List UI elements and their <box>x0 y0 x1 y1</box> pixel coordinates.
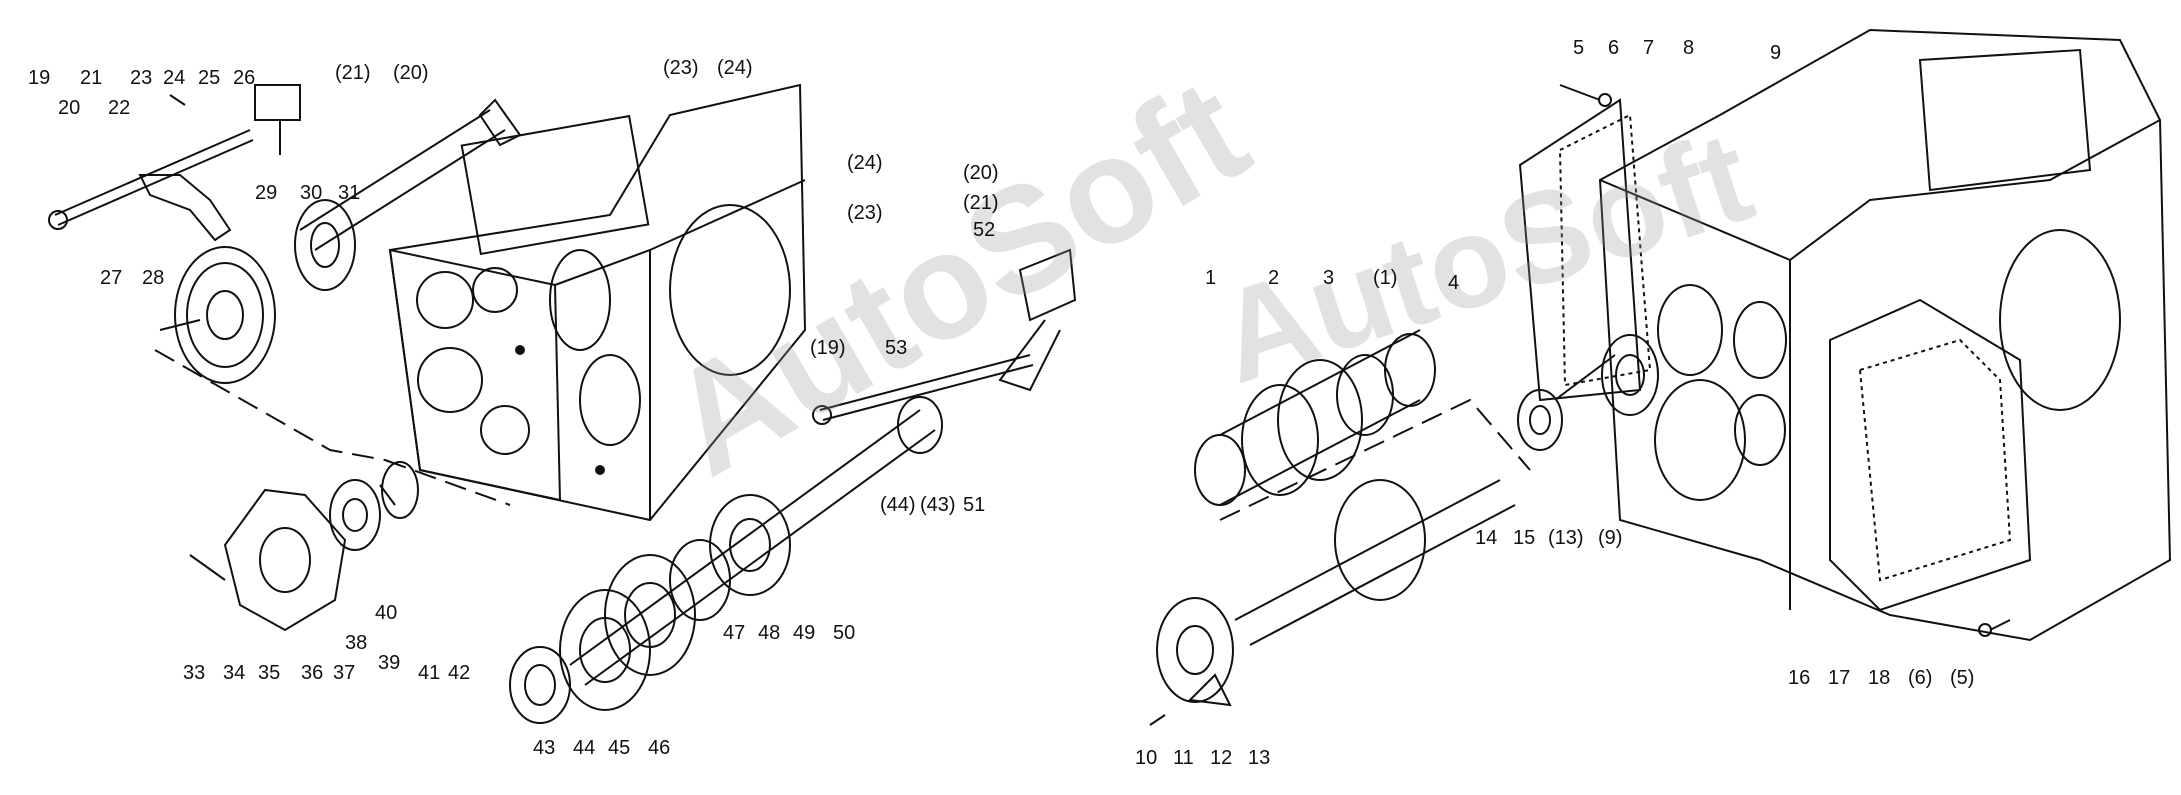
part-callout: 25 <box>198 67 221 89</box>
part-callout: 46 <box>648 737 671 759</box>
part-callout: 48 <box>758 622 781 644</box>
part-callout: (23) <box>663 57 699 79</box>
part-callout: 31 <box>338 182 361 204</box>
part-callout: 23 <box>130 67 153 89</box>
part-callout: 38 <box>345 632 368 654</box>
part-callout: (21) <box>335 62 371 84</box>
part-callout: 24 <box>163 67 186 89</box>
countershaft-stack <box>509 396 943 724</box>
left-gearbox-housing <box>388 83 807 522</box>
part-callout: 10 <box>1135 747 1158 769</box>
part-callout: 43 <box>533 737 556 759</box>
part-callout: 52 <box>973 219 996 241</box>
part-callout: 15 <box>1513 527 1536 549</box>
part-callout: (21) <box>963 192 999 214</box>
left-input-shaft <box>294 98 522 291</box>
part-callout: 20 <box>58 97 81 119</box>
part-callout: (20) <box>393 62 429 84</box>
part-callout: 1 <box>1205 267 1217 289</box>
part-callout: 45 <box>608 737 631 759</box>
part-callout: 14 <box>1475 527 1498 549</box>
part-callout: 37 <box>333 662 356 684</box>
part-callout: 6 <box>1608 37 1620 59</box>
collar-and-bearing <box>1517 334 1659 451</box>
part-callout: 33 <box>183 662 206 684</box>
part-callout: 26 <box>233 67 256 89</box>
part-callout: 34 <box>223 662 246 684</box>
part-callout: 51 <box>963 494 986 516</box>
part-callout: 39 <box>378 652 401 674</box>
part-callout: 28 <box>142 267 165 289</box>
end-cover-plate <box>189 461 419 632</box>
part-callout: 11 <box>1173 747 1194 769</box>
part-callout: (44) <box>880 494 916 516</box>
part-callout: (19) <box>810 337 846 359</box>
part-callout: (23) <box>847 202 883 224</box>
part-callout: 7 <box>1643 37 1655 59</box>
part-callout: 17 <box>1828 667 1851 689</box>
right-gearbox-housing <box>1598 28 2172 642</box>
part-callout: (13) <box>1548 527 1584 549</box>
part-callout: 13 <box>1248 747 1271 769</box>
part-callout: 35 <box>258 662 281 684</box>
large-gear-27 <box>159 246 276 384</box>
part-callout: 50 <box>833 622 856 644</box>
part-callout: (24) <box>717 57 753 79</box>
part-callout: (43) <box>920 494 956 516</box>
part-callout: 22 <box>108 97 131 119</box>
part-callout: 3 <box>1323 267 1335 289</box>
part-callout: 53 <box>885 337 908 359</box>
part-callout: 42 <box>448 662 471 684</box>
rear-cover-gasket <box>1829 298 2032 612</box>
selector-rod <box>812 248 1077 425</box>
part-callout: 36 <box>301 662 324 684</box>
part-callout: 12 <box>1210 747 1233 769</box>
part-callout: (1) <box>1373 267 1398 289</box>
part-callout: 5 <box>1573 37 1585 59</box>
part-callout: 21 <box>80 67 103 89</box>
part-callout: 2 <box>1268 267 1280 289</box>
part-callout: (24) <box>847 152 883 174</box>
part-callout: 30 <box>300 182 323 204</box>
part-callout: (9) <box>1598 527 1623 549</box>
part-callout: 4 <box>1448 272 1460 294</box>
part-callout: 47 <box>723 622 746 644</box>
part-callout: 8 <box>1683 37 1695 59</box>
part-callout: 41 <box>418 662 441 684</box>
shift-fork-assembly <box>48 84 301 242</box>
part-callout: 19 <box>28 67 51 89</box>
part-callout: 29 <box>255 182 278 204</box>
part-callout: 18 <box>1868 667 1891 689</box>
lower-output-shaft <box>1156 479 1516 707</box>
part-callout: 9 <box>1770 42 1782 64</box>
part-callout: (6) <box>1908 667 1933 689</box>
part-callout: (5) <box>1950 667 1975 689</box>
part-callout: 16 <box>1788 667 1811 689</box>
part-callout: 44 <box>573 737 596 759</box>
part-callout: 27 <box>100 267 123 289</box>
part-callout: 49 <box>793 622 816 644</box>
upper-gear-cluster <box>1194 329 1436 506</box>
part-callout: (20) <box>963 162 999 184</box>
part-callout: 40 <box>375 602 398 624</box>
